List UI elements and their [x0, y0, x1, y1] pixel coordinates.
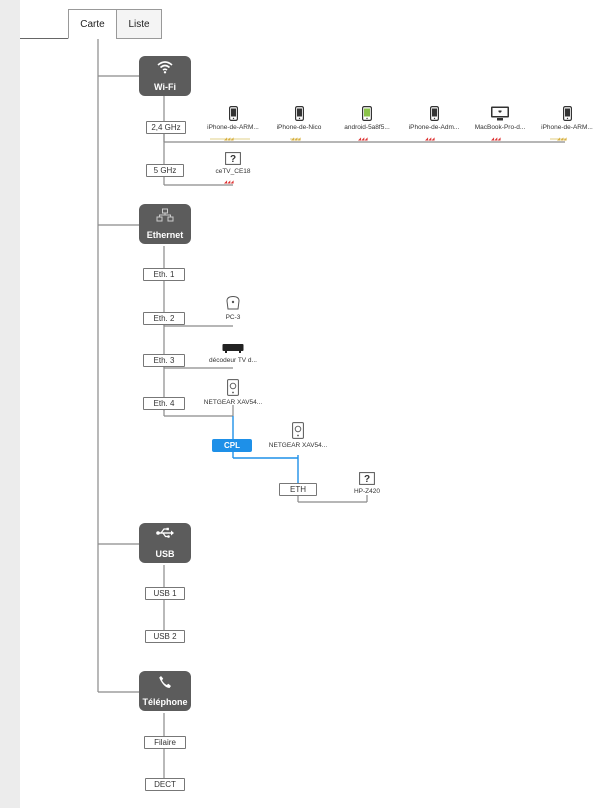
device-label: NETGEAR XAV54...	[268, 442, 328, 449]
tab-liste[interactable]: Liste	[116, 9, 162, 39]
smartphone-icon	[429, 104, 439, 121]
device-label: iPhone-de-ARM...	[541, 124, 593, 131]
laptop-icon	[490, 104, 510, 121]
tv-decoder-icon	[222, 337, 244, 354]
device-item[interactable]: android-5a8f5...	[332, 104, 402, 131]
device-label: décodeur TV d...	[209, 357, 257, 364]
port-eth3[interactable]: Eth. 3	[143, 354, 185, 367]
device-item[interactable]: iPhone-de-Adm...	[399, 104, 469, 131]
signal-indicator: ◢◢◢	[291, 136, 301, 141]
device-item[interactable]: NETGEAR XAV54...	[198, 379, 268, 406]
device-item[interactable]: iPhone-de-ARM...	[532, 104, 602, 131]
left-sidebar	[0, 0, 20, 808]
signal-indicator: ◢◢◢	[425, 136, 435, 141]
category-telephone[interactable]: Téléphone	[139, 671, 191, 711]
category-label: Ethernet	[146, 230, 184, 240]
phone-icon	[139, 675, 191, 689]
powerline-adapter-icon	[227, 379, 239, 396]
unknown-device-icon: ?	[225, 148, 241, 165]
smartphone-icon	[228, 104, 238, 121]
device-label: HP-Z420	[353, 488, 380, 495]
device-label: iPhone-de-Adm...	[408, 124, 460, 131]
port-usb1[interactable]: USB 1	[145, 587, 185, 600]
signal-indicator: ◢◢◢	[224, 136, 234, 141]
device-item[interactable]: iPhone-de-Nico	[264, 104, 334, 131]
wifi-repeater-icon	[225, 294, 241, 311]
category-label: Téléphone	[142, 697, 188, 707]
category-label: Wi-Fi	[154, 82, 176, 92]
port-eth1[interactable]: Eth. 1	[143, 268, 185, 281]
category-wifi[interactable]: Wi-Fi	[139, 56, 191, 96]
android-phone-icon	[362, 104, 372, 121]
device-label: MacBook-Pro-d...	[474, 124, 526, 131]
category-label: USB	[155, 549, 175, 559]
category-usb[interactable]: USB	[139, 523, 191, 563]
device-label: android-5a8f5...	[344, 124, 390, 131]
smartphone-icon	[294, 104, 304, 121]
signal-indicator: ◢◢◢	[491, 136, 501, 141]
tabbar-divider	[20, 38, 68, 39]
device-item[interactable]: iPhone-de-ARM...	[198, 104, 268, 131]
port-eth-sub[interactable]: ETH	[279, 483, 317, 496]
device-item[interactable]: NETGEAR XAV54...	[263, 422, 333, 449]
signal-indicator: ◢◢◢	[358, 136, 368, 141]
usb-icon	[139, 527, 191, 539]
svg-text:?: ?	[230, 154, 236, 165]
category-ethernet[interactable]: Ethernet	[139, 204, 191, 244]
device-label: PC-3	[225, 314, 241, 321]
device-label: NETGEAR XAV54...	[203, 399, 263, 406]
device-item[interactable]: MacBook-Pro-d...	[465, 104, 535, 131]
device-item[interactable]: ? HP-Z420	[332, 468, 402, 495]
port-eth4[interactable]: Eth. 4	[143, 397, 185, 410]
device-label: iPhone-de-Nico	[276, 124, 322, 131]
wifi-icon	[139, 60, 191, 74]
port-wifi-2-4ghz[interactable]: 2,4 GHz	[146, 121, 186, 134]
signal-indicator: ◢◢◢	[224, 179, 234, 184]
device-item[interactable]: PC-3	[198, 294, 268, 321]
port-usb2[interactable]: USB 2	[145, 630, 185, 643]
signal-indicator: ◢◢◢	[557, 136, 567, 141]
device-label: iPhone-de-ARM...	[207, 124, 259, 131]
device-item[interactable]: décodeur TV d...	[198, 337, 268, 364]
port-dect[interactable]: DECT	[145, 778, 185, 791]
port-cpl[interactable]: CPL	[212, 439, 252, 452]
network-icon	[139, 208, 191, 222]
unknown-device-icon: ?	[359, 468, 375, 485]
device-item[interactable]: ? ceTV_CE18	[198, 148, 268, 175]
port-wifi-5ghz[interactable]: 5 GHz	[146, 164, 184, 177]
port-filaire[interactable]: Filaire	[144, 736, 186, 749]
powerline-adapter-icon	[292, 422, 304, 439]
svg-text:?: ?	[364, 474, 370, 485]
device-label: ceTV_CE18	[215, 168, 251, 175]
port-eth2[interactable]: Eth. 2	[143, 312, 185, 325]
smartphone-icon	[562, 104, 572, 121]
